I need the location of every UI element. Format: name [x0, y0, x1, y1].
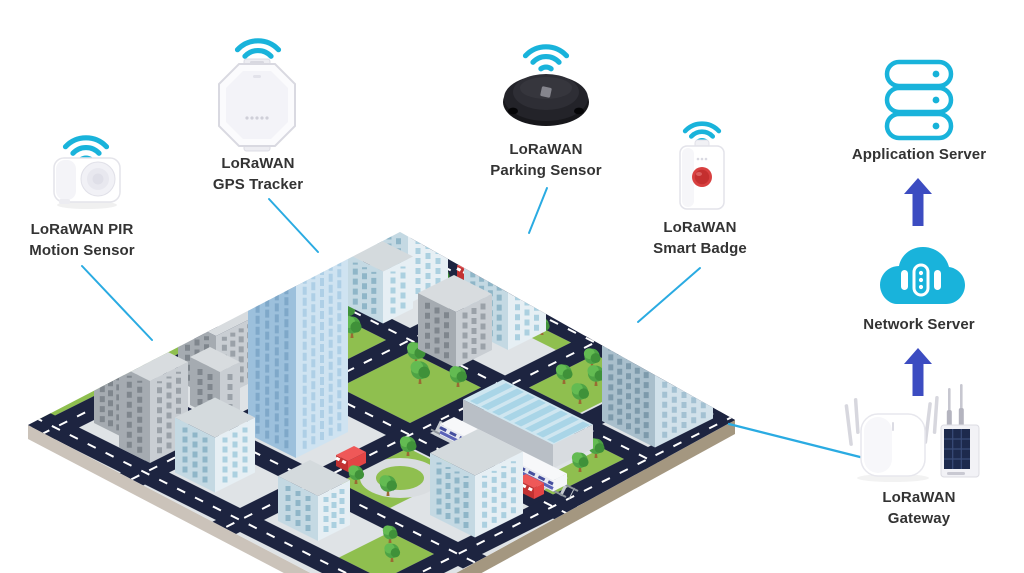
application-server-label-text: Application Server	[851, 146, 987, 163]
pir-motion-sensor-device	[53, 157, 121, 209]
network-server-icon	[880, 247, 965, 304]
pir-sensor-label-line2: Motion Sensor	[29, 242, 135, 259]
wifi-signal-icon	[522, 44, 570, 72]
up-arrow-icon	[904, 178, 932, 226]
smart-badge-label-line1: LoRaWAN	[663, 219, 737, 236]
parking-sensor-label-line1: LoRaWAN	[509, 141, 583, 158]
smart-badge-label: LoRaWAN Smart Badge	[615, 217, 785, 259]
up-arrow-icon	[904, 348, 932, 396]
connector-line	[81, 265, 153, 341]
smart-badge-device	[679, 139, 725, 210]
gateway-label: LoRaWAN Gateway	[834, 487, 1004, 529]
gps-tracker-label: LoRaWAN GPS Tracker	[173, 153, 343, 195]
smart-badge-label-line2: Smart Badge	[653, 240, 747, 257]
gateway-label-line2: Gateway	[887, 510, 951, 527]
application-server-icon	[884, 59, 954, 141]
network-server-label-text: Network Server	[863, 316, 975, 333]
gps-tracker-device	[218, 58, 296, 152]
parking-sensor-device	[503, 74, 589, 126]
pir-sensor-label-line1: LoRaWAN PIR	[30, 221, 134, 238]
connector-line	[727, 422, 862, 459]
gateway-device	[844, 384, 980, 482]
connector-line	[637, 267, 701, 323]
gateway-label-line1: LoRaWAN	[882, 489, 956, 506]
network-server-label: Network Server	[834, 314, 1004, 335]
pir-sensor-label: LoRaWAN PIR Motion Sensor	[0, 219, 167, 261]
application-server-label: Application Server	[834, 144, 1004, 165]
gps-tracker-label-line2: GPS Tracker	[212, 176, 304, 193]
connector-line	[528, 187, 548, 234]
parking-sensor-label: LoRaWAN Parking Sensor	[461, 139, 631, 181]
gps-tracker-label-line1: LoRaWAN	[221, 155, 295, 172]
connector-line	[268, 198, 319, 253]
parking-sensor-label-line2: Parking Sensor	[490, 162, 602, 179]
